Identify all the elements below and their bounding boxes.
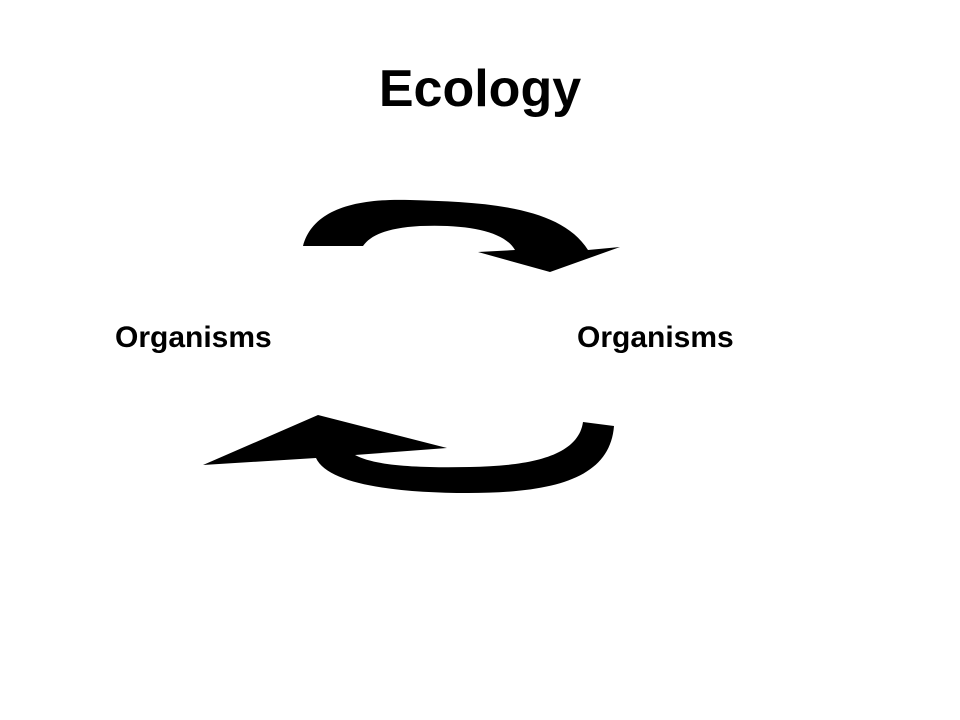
lower-curved-arrow — [203, 415, 614, 493]
organisms-label-left: Organisms — [115, 321, 272, 354]
organisms-label-right: Organisms — [577, 321, 734, 354]
upper-curved-arrow — [303, 199, 620, 272]
slide-title: Ecology — [378, 60, 582, 118]
